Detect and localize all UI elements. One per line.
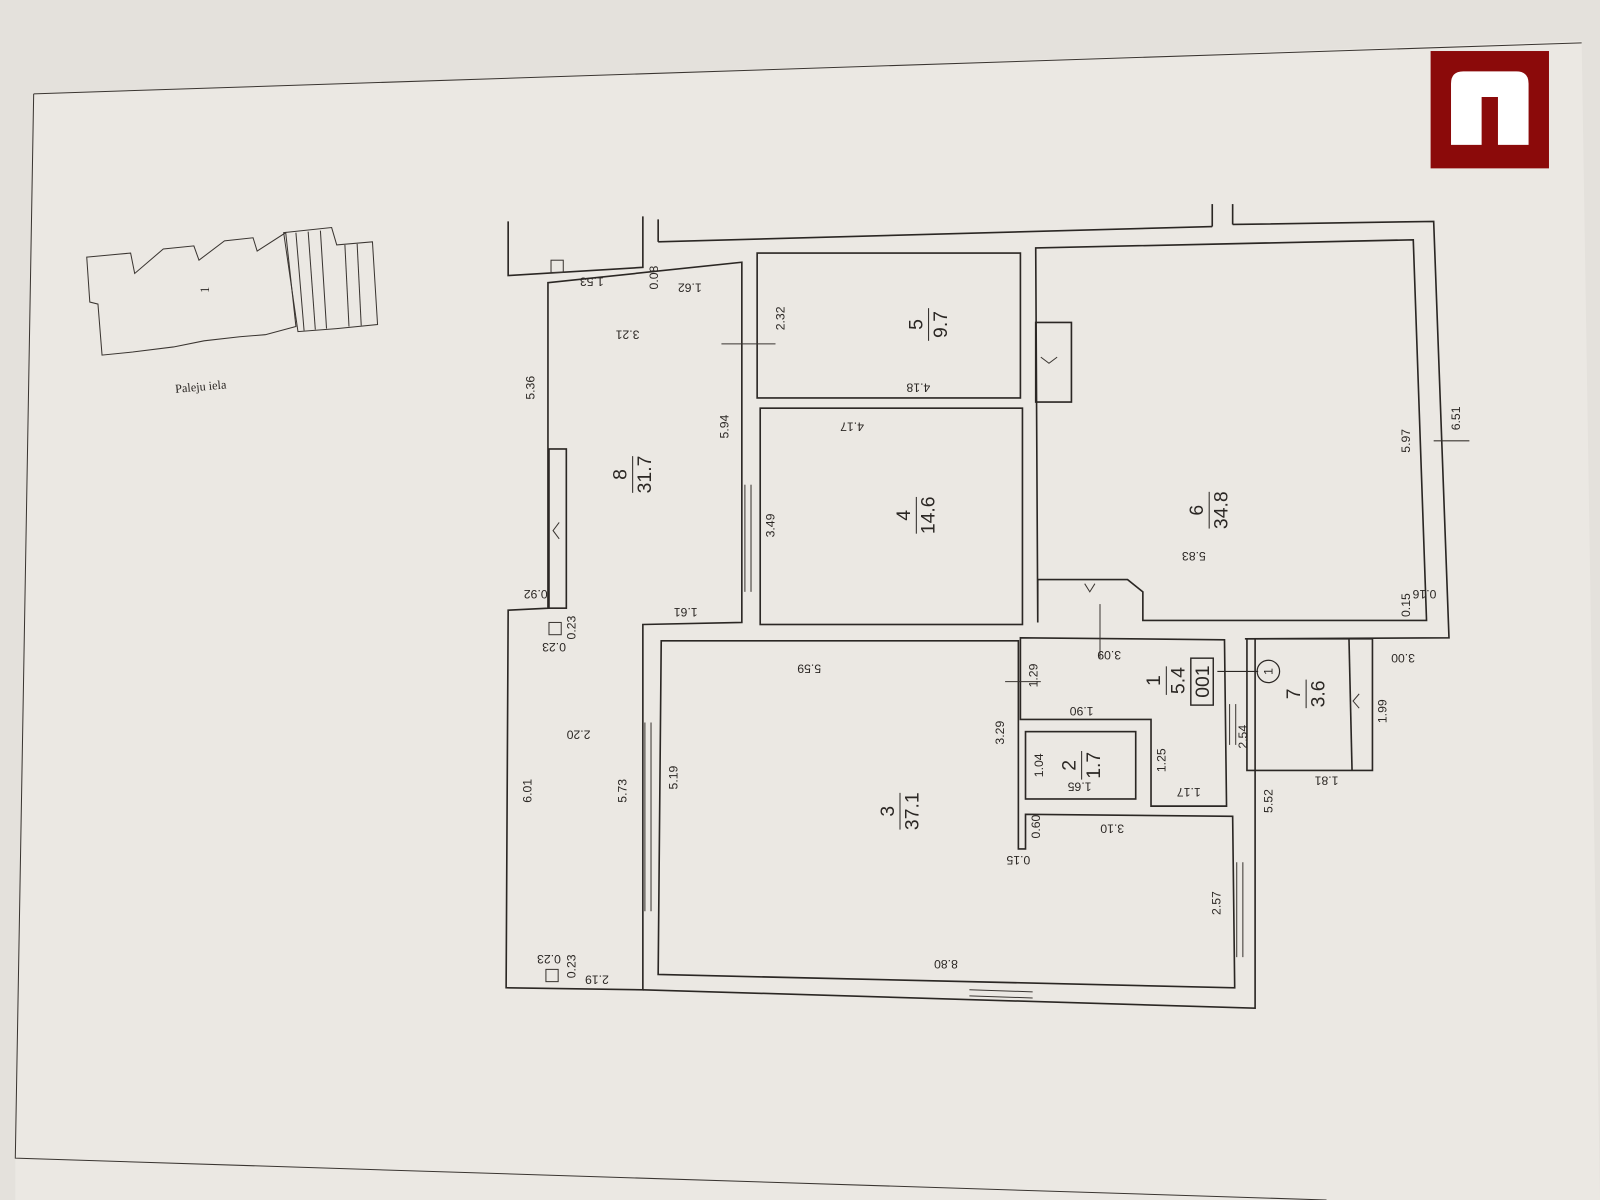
dimension-label: 5.73 <box>616 779 630 803</box>
room-area: 34.8 <box>1211 491 1233 529</box>
dimension-label: 5.36 <box>524 376 538 400</box>
room-labels: 8 31.7 5 9.7 4 14.6 6 34.8 3 37.1 1 5.4 <box>610 308 1329 830</box>
dimension-label: 3.49 <box>763 513 777 537</box>
room-label-5: 5 9.7 <box>905 308 952 341</box>
room-number: 2 <box>1059 760 1081 771</box>
room-area: 9.7 <box>930 311 952 338</box>
dimension-label: 1.29 <box>1027 663 1041 687</box>
dimension-label: 1.17 <box>1177 785 1201 799</box>
dimension-label: 0.15 <box>1399 593 1413 617</box>
dimension-label: 5.19 <box>667 765 681 789</box>
dimension-label: 0.60 <box>1029 814 1043 838</box>
room-label-1: 1 5.4 <box>1143 666 1190 695</box>
room-area: 31.7 <box>634 456 656 494</box>
entrance-marker: 1 <box>1256 659 1281 684</box>
dimension-label: 4.17 <box>840 419 864 433</box>
dimension-label: 5.59 <box>797 661 821 675</box>
room-number: 1 <box>1143 675 1165 686</box>
room-2-outline <box>1024 730 1137 800</box>
room-area: 3.6 <box>1307 680 1329 707</box>
paper-sheet <box>15 40 1600 1200</box>
room-number: 8 <box>610 469 632 480</box>
dimension-label: 5.83 <box>1182 549 1206 563</box>
room-number: 4 <box>893 510 915 521</box>
dimension-label: 1.99 <box>1376 699 1390 723</box>
dimension-label: 2.57 <box>1209 891 1223 915</box>
frame-top <box>33 42 1582 95</box>
apartment-number: 001 <box>1192 665 1214 697</box>
dimension-label: 0.23 <box>542 640 566 654</box>
apartment-number-box: 001 <box>1190 657 1214 706</box>
room-label-2: 2 1.7 <box>1059 751 1105 780</box>
room-label-4: 4 14.6 <box>893 496 939 534</box>
room-label-7: 7 3.6 <box>1283 679 1329 709</box>
dimension-label: 2.19 <box>585 973 609 987</box>
dimension-label: 4.18 <box>906 381 930 395</box>
room-number: 5 <box>905 319 927 330</box>
dimension-label: 1.53 <box>580 275 604 289</box>
room-area: 5.4 <box>1168 667 1190 694</box>
dimension-label: 0.23 <box>537 952 561 966</box>
dimension-label: 5.97 <box>1399 429 1413 453</box>
room-5-outline <box>756 252 1022 399</box>
dimension-labels: 1.53 0.08 1.62 3.21 5.36 5.94 2.32 4.18 … <box>521 265 1464 986</box>
room-label-3: 3 37.1 <box>877 792 923 830</box>
dimension-label: 5.52 <box>1261 789 1275 813</box>
room-1-outline <box>1019 636 1228 807</box>
room-area: 37.1 <box>901 792 923 830</box>
dimension-label: 8.80 <box>934 957 958 971</box>
dimension-label: 2.54 <box>1236 725 1250 749</box>
dimension-label: 6.01 <box>521 779 535 803</box>
dimension-label: 5.94 <box>718 414 732 438</box>
dimension-label: 3.00 <box>1391 651 1415 665</box>
dimension-label: 2.20 <box>566 728 590 742</box>
dimension-label: 3.21 <box>615 328 639 342</box>
room-3-outline <box>657 640 1236 989</box>
dimension-label: 1.04 <box>1032 753 1046 777</box>
dimension-label: 1.25 <box>1154 748 1168 772</box>
room-label-6: 6 34.8 <box>1186 491 1232 529</box>
room-4-outline <box>759 407 1024 626</box>
room-number: 7 <box>1283 688 1305 699</box>
dimension-label: 2.32 <box>774 306 788 330</box>
dimension-label: 1.81 <box>1314 774 1338 788</box>
room-number: 3 <box>877 806 899 817</box>
entrance-marker-number: 1 <box>1261 668 1275 675</box>
room-7-outline <box>1246 637 1374 772</box>
room-6-outline <box>1034 238 1428 623</box>
room-area: 14.6 <box>918 496 940 534</box>
dimension-label: 1.61 <box>674 605 698 619</box>
site-building-label: 1 <box>198 287 212 293</box>
frame-left-bottom <box>14 93 1327 1200</box>
company-logo <box>1430 51 1549 169</box>
room-area: 1.7 <box>1083 752 1105 779</box>
dimension-label: 1.65 <box>1067 780 1091 794</box>
dimension-label: 3.09 <box>1097 648 1121 662</box>
dimension-label: 3.10 <box>1100 821 1124 835</box>
room-label-8: 8 31.7 <box>610 456 656 494</box>
dimension-label: 6.51 <box>1449 406 1463 430</box>
dimension-label: 1.90 <box>1070 704 1094 718</box>
site-plan: 1 Paleju iela <box>86 226 379 396</box>
dimension-label: 1.62 <box>678 281 702 295</box>
room-number: 6 <box>1186 505 1208 516</box>
walls <box>505 204 1470 1010</box>
dimension-label: 0.92 <box>524 587 548 601</box>
dimension-label: 0.23 <box>565 954 579 978</box>
dimension-label: 0.23 <box>565 615 579 639</box>
street-label: Paleju iela <box>175 377 228 395</box>
dimension-label: 0.08 <box>647 265 661 289</box>
dimension-label: 0.16 <box>1412 587 1436 601</box>
dimension-label: 0.15 <box>1006 853 1030 867</box>
dimension-label: 3.29 <box>993 721 1007 745</box>
